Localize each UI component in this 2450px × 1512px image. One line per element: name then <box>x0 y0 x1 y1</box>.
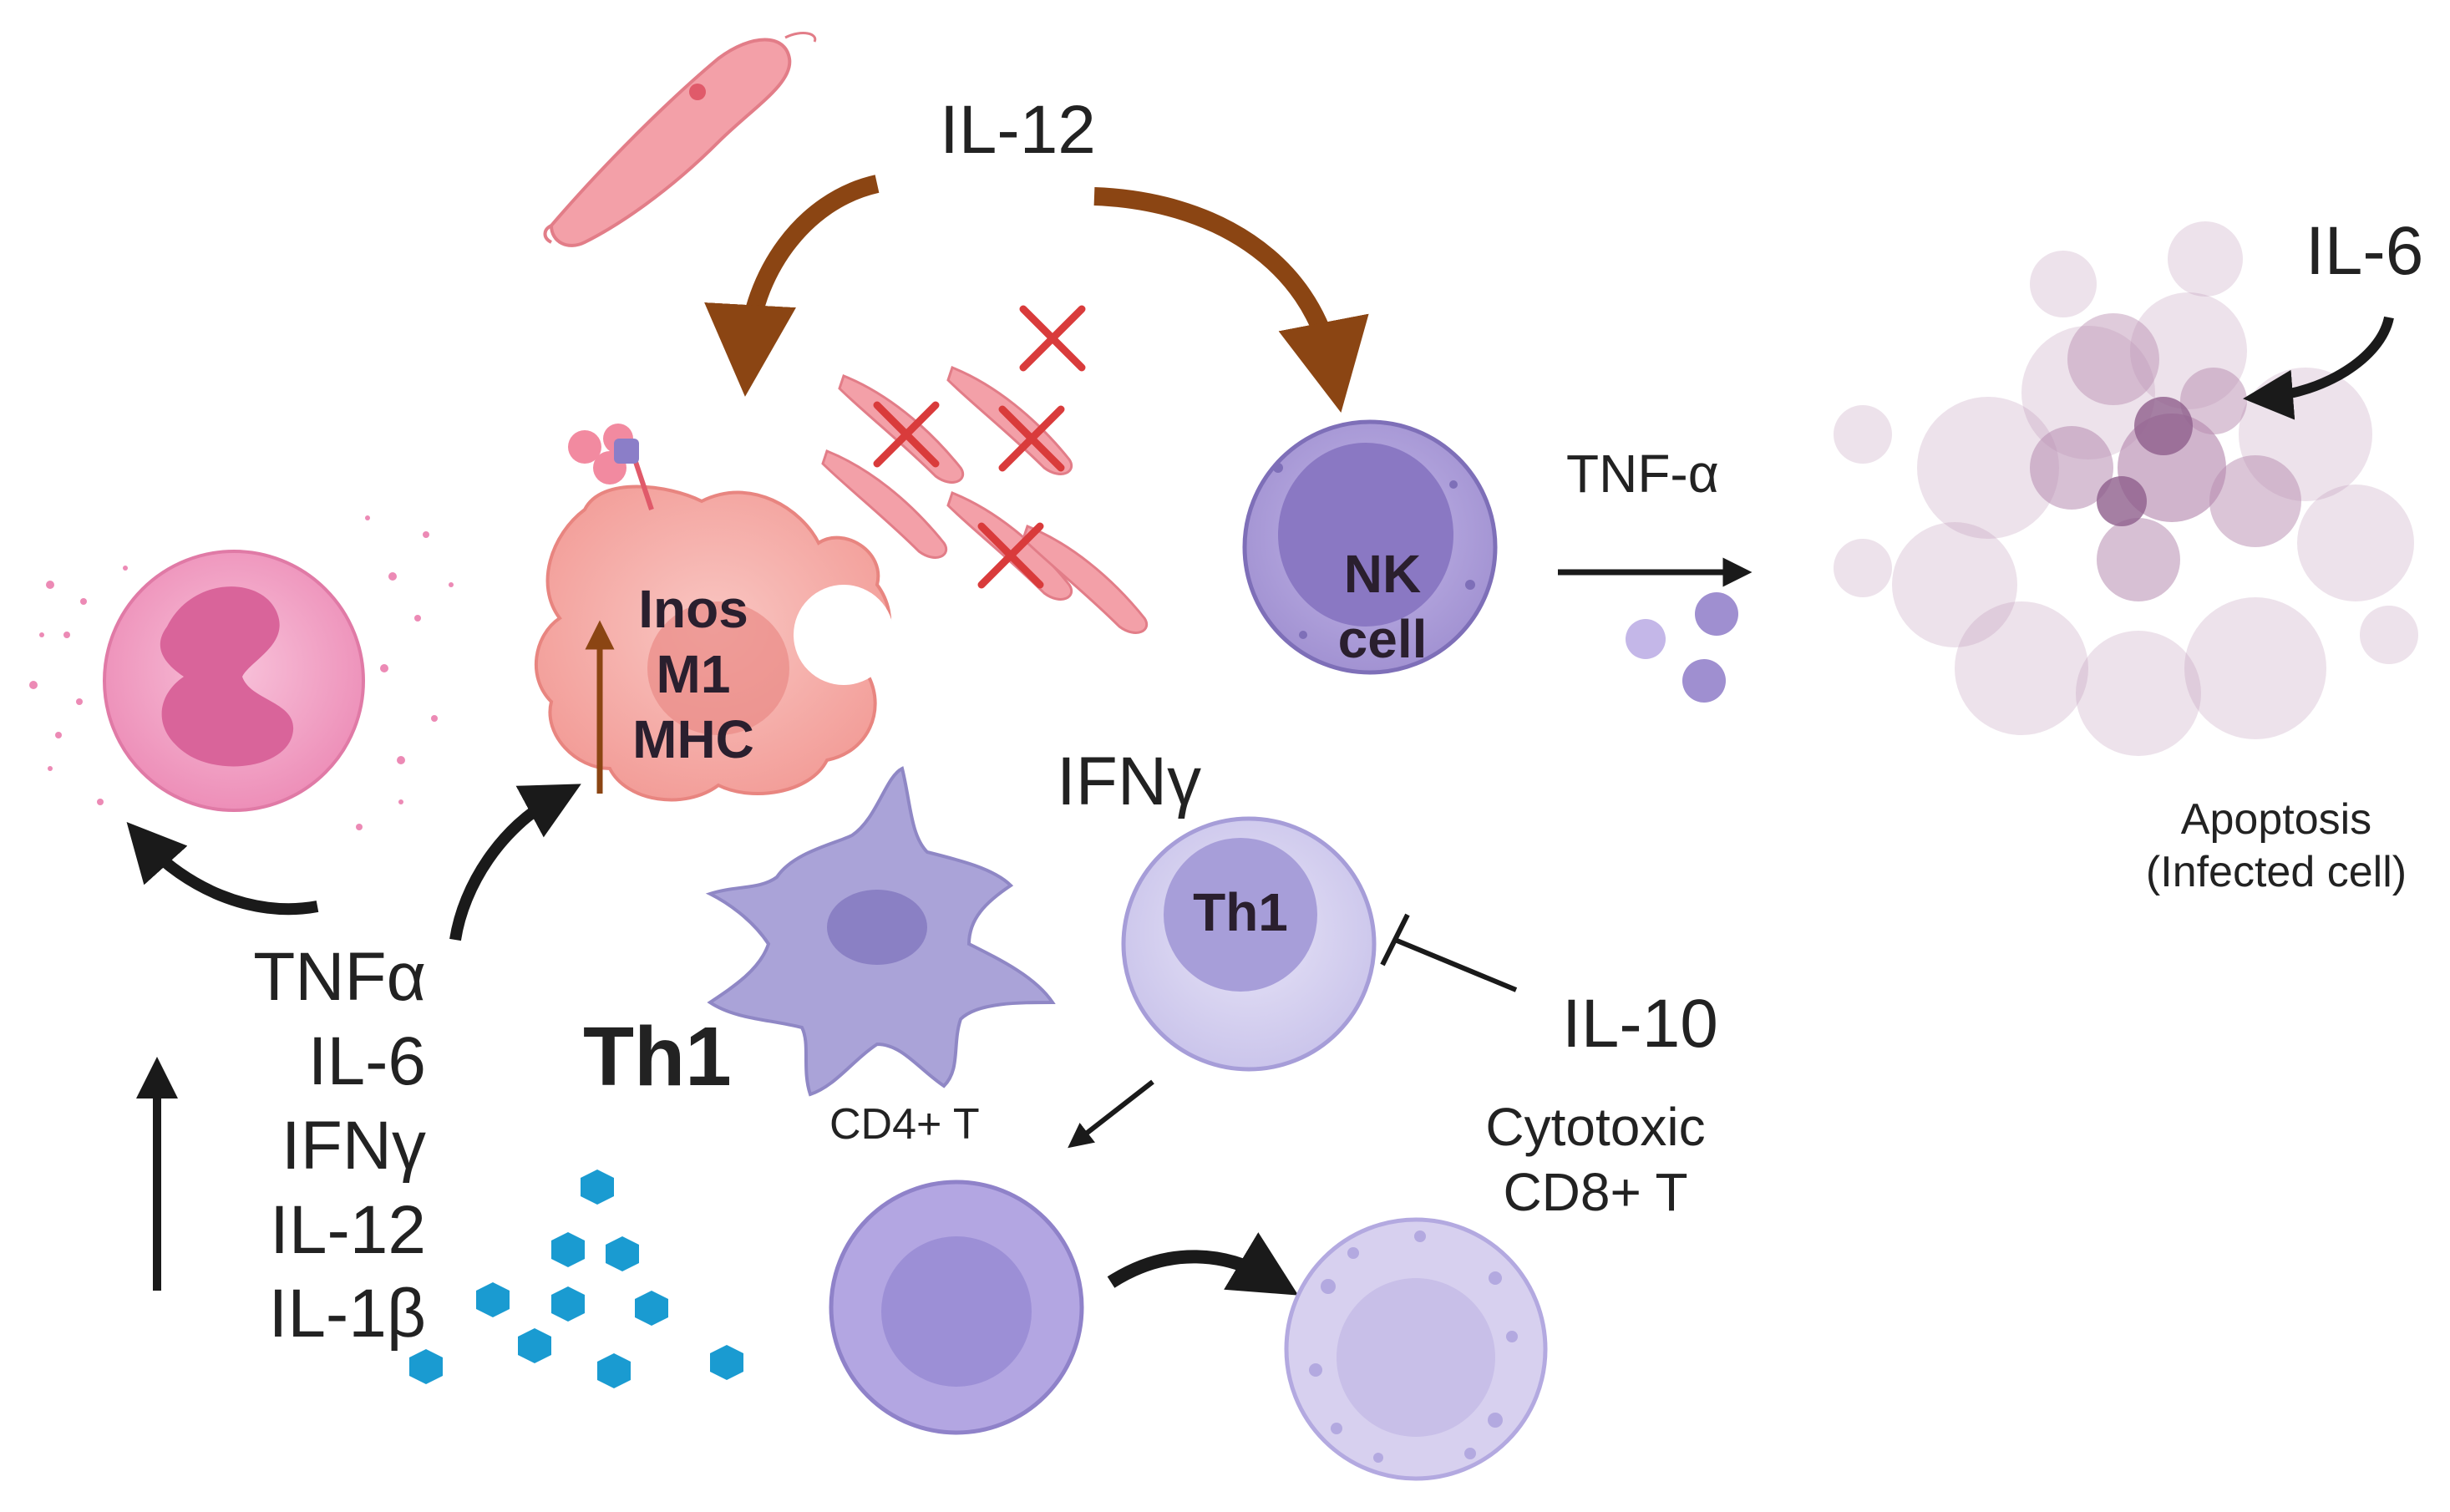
arrow-to-neutrophil <box>126 821 319 916</box>
nk-label-line2: cell <box>1337 609 1428 670</box>
cd4-to-cd8-arrow <box>1107 1232 1299 1296</box>
cd4-t-label: CD4+ T <box>829 1100 980 1149</box>
macrophage-label-m1: M1 <box>656 644 731 705</box>
nk-cell <box>1242 419 1498 675</box>
th1-to-cd4-arrow <box>1068 1079 1154 1149</box>
il10-label: IL-10 <box>1562 986 1718 1062</box>
nk-label-line1: NK <box>1343 544 1422 604</box>
th1-cell <box>1121 816 1377 1072</box>
cd4-t-cell <box>829 1180 1084 1435</box>
cytotoxic-label-line1: Cytotoxic <box>1485 1097 1706 1157</box>
il6-arrow <box>2243 316 2394 420</box>
neutrophil-cell <box>29 515 454 830</box>
tnf-alpha-label: TNF-α <box>1566 444 1719 504</box>
apoptosis-label-line1: Apoptosis <box>2180 795 2372 844</box>
cytokine-il1b: IL-1β <box>268 1276 426 1352</box>
macrophage-label-inos: Inos <box>638 579 748 639</box>
cytotoxic-label-line2: CD8+ T <box>1503 1162 1688 1223</box>
apoptosis-label-line2: (Infected cell) <box>2145 848 2407 897</box>
cytokine-molecules <box>409 1170 743 1388</box>
th1-heading: Th1 <box>583 1010 732 1104</box>
arrow-to-macrophage <box>449 784 581 941</box>
apoptotic-cell-cluster <box>1834 221 2418 756</box>
macrophage-label-mhc: MHC <box>632 709 754 770</box>
dendritic-cell <box>705 766 1056 1097</box>
cytokine-il12: IL-12 <box>270 1191 426 1268</box>
cytokine-il6: IL-6 <box>307 1022 426 1099</box>
il12-to-nk-arrow <box>1093 187 1369 414</box>
th1-cell-label: Th1 <box>1193 882 1288 942</box>
macrophage-cell <box>534 424 894 802</box>
cytokine-tnfa: TNFα <box>253 939 426 1015</box>
cytotoxic-granules <box>1626 592 1738 703</box>
nk-cell-label: NK cell <box>1338 541 1428 672</box>
parasite-icon <box>543 32 817 247</box>
cytokine-list: TNFα IL-6 IFNγ IL-12 IL-1β <box>209 936 426 1357</box>
dead-parasites <box>821 305 1149 634</box>
il12-to-macrophage-arrow <box>704 175 880 397</box>
macrophage-label: Inos M1 MHC <box>632 576 754 772</box>
cd8-t-cell <box>1284 1217 1548 1481</box>
il12-label: IL-12 <box>940 92 1096 168</box>
il6-label: IL-6 <box>2305 213 2424 289</box>
cytotoxic-cd8-label: Cytotoxic CD8+ T <box>1485 1094 1705 1225</box>
apoptosis-label: Apoptosis (Infected cell) <box>2146 794 2407 900</box>
cytokine-ifng: IFNγ <box>281 1107 426 1184</box>
il10-inhibition-line <box>1380 913 1518 992</box>
ifn-gamma-label: IFNγ <box>1057 743 1202 819</box>
